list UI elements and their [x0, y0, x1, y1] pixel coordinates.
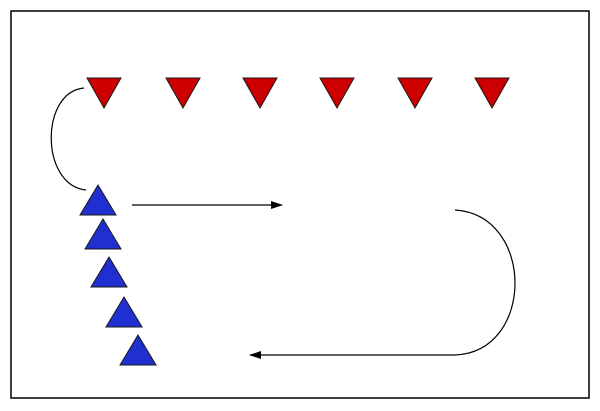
downward-triangle-icon: [165, 77, 201, 110]
upward-triangle-icon: [119, 334, 157, 366]
red-cones: [86, 77, 510, 110]
blue-cones: [79, 184, 157, 366]
downward-triangle-icon: [319, 77, 355, 110]
downward-triangle-icon: [86, 77, 122, 110]
downward-triangle-icon: [397, 77, 433, 110]
curve-left: [50, 87, 87, 191]
downward-triangle-icon: [474, 77, 510, 110]
upward-triangle-icon: [84, 218, 122, 250]
upward-triangle-icon: [105, 296, 143, 328]
curve-right: [454, 209, 516, 356]
upward-triangle-icon: [79, 184, 117, 216]
downward-triangle-icon: [242, 77, 278, 110]
upward-triangle-icon: [90, 256, 128, 288]
